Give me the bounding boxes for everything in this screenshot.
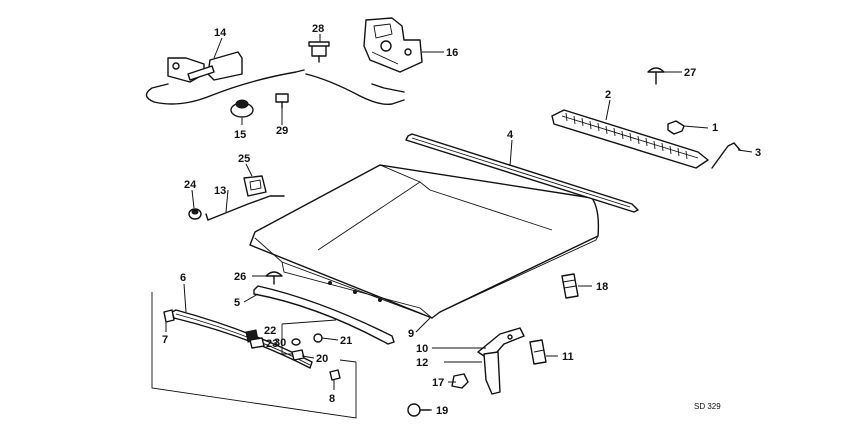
- callout-29: 29: [276, 125, 288, 137]
- hood-release-cable: [145, 69, 405, 106]
- callout-13: 13: [214, 185, 226, 197]
- callout-15: 15: [234, 129, 246, 141]
- hinge-bracket: [529, 339, 547, 365]
- callout-8: 8: [329, 393, 335, 405]
- callout-7: 7: [162, 334, 168, 346]
- hood-bumper-rubber: [308, 41, 330, 63]
- callout-16: 16: [446, 47, 458, 59]
- clip-26: [265, 271, 283, 285]
- callout-25: 25: [238, 153, 250, 165]
- callout-21: 21: [340, 335, 352, 347]
- callout-10: 10: [416, 343, 428, 355]
- callout-23: 23: [266, 338, 278, 350]
- cable-grommet: [230, 99, 254, 118]
- callout-3: 3: [755, 147, 761, 159]
- callout-17: 17: [432, 377, 444, 389]
- hood-release-handle: [167, 51, 243, 83]
- callout-14: 14: [214, 27, 227, 39]
- callout-28: 28: [312, 23, 324, 35]
- callout-18: 18: [596, 281, 608, 293]
- callout-labels: 1 2 3 4 5 6 7 8 9 10 11 12 13 14 15 16 1…: [162, 23, 761, 417]
- hood-bumper-18: [561, 273, 579, 299]
- callout-22: 22: [264, 325, 276, 337]
- hood-hinge: [477, 327, 525, 395]
- washer-tube: [711, 142, 741, 169]
- callout-4: 4: [507, 129, 514, 141]
- hood-latch: [363, 17, 423, 73]
- callout-1: 1: [712, 122, 718, 134]
- callout-30: 30: [274, 337, 286, 349]
- hood-panel: [249, 164, 600, 319]
- callout-19: 19: [436, 405, 448, 417]
- hood-front-seal: [253, 285, 395, 345]
- callout-9: 9: [408, 328, 414, 340]
- callout-20: 20: [316, 353, 328, 365]
- hood-weatherstrip: [405, 133, 639, 213]
- callout-11: 11: [562, 351, 574, 363]
- grille-clip: [667, 120, 685, 135]
- callout-2: 2: [605, 89, 611, 101]
- clip-27: [647, 67, 665, 85]
- air-vent-grille: [551, 109, 709, 169]
- support-rod-holder: [243, 175, 267, 197]
- diagram-code: SD 329: [694, 402, 721, 411]
- leader-lines: [165, 34, 753, 411]
- callout-24: 24: [184, 179, 197, 191]
- callout-26: 26: [234, 271, 246, 283]
- moulding-clips: [245, 319, 341, 381]
- callout-5: 5: [234, 297, 240, 309]
- callout-6: 6: [180, 272, 186, 284]
- callout-12: 12: [416, 357, 428, 369]
- hinge-nut: [451, 373, 469, 389]
- callout-27: 27: [684, 67, 696, 79]
- hood-support-rod: [205, 195, 285, 221]
- latch-bolt: [275, 93, 289, 109]
- rod-grommet: [188, 208, 202, 220]
